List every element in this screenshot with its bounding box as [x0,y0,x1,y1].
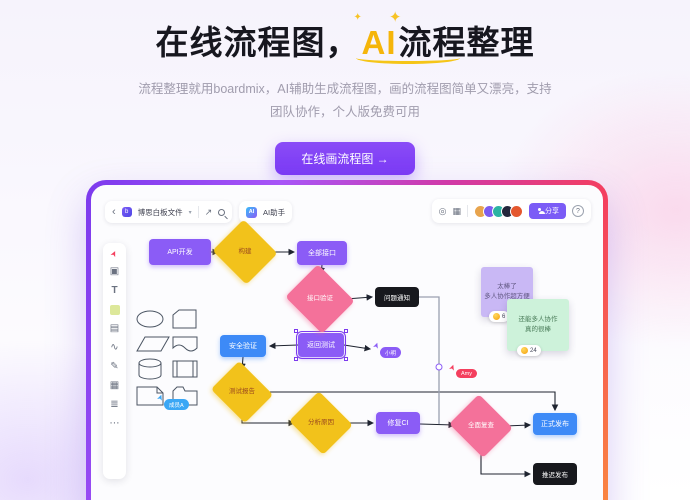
title-underline-swoosh [356,52,460,64]
back-icon[interactable]: ‹ [112,205,116,218]
subtitle-line1: 流程整理就用boardmix，AI辅助生成流程图，画的流程图简单又漂亮，支持 [138,82,552,96]
flow-node-test-report[interactable]: 测试报告 [210,360,274,424]
flow-node-analyze-cause[interactable]: 分析原因 [289,391,353,455]
present-icon[interactable]: ◎ [438,205,447,216]
connector-tool-icon[interactable]: ∿ [110,342,119,353]
topbar-right-group: ◎ ▦ 分享 ? [431,199,591,223]
selection-handle[interactable] [294,357,298,361]
subtitle: 流程整理就用boardmix，AI辅助生成流程图，画的流程图简单又漂亮，支持 团… [0,78,690,124]
document-title[interactable]: 博思白板文件 [137,207,183,217]
divider [197,206,199,218]
chevron-down-icon[interactable]: ▾ [188,209,192,216]
apps-icon[interactable]: ▦ [452,205,461,216]
topbar-file-group: ‹ b 博思白板文件 ▾ ↗ [105,201,233,223]
page-title: 在线流程图，✦✦AI流程整理 [155,9,535,64]
image-tool-icon[interactable]: ▦ [109,380,120,391]
share-link-icon[interactable]: ↗ [204,206,213,217]
heart-eyes-emoji-icon [493,313,500,320]
frame-tool-icon[interactable]: ▣ [109,266,120,277]
ai-assistant-group[interactable]: AI AI助手 [239,201,293,223]
reaction-badge[interactable]: 24 [517,345,541,356]
title-prefix: 在线流程图， [155,24,360,61]
collaborator-cursor-xiaoming: ➤ 小明 [371,341,402,358]
predefined-process-shape [172,360,198,378]
collaborator-cursor-member-a: ➤ 成员A [155,393,189,410]
star-struck-emoji-icon [521,347,528,354]
more-tools-icon[interactable]: ⋯ [109,418,120,429]
text-tool-icon[interactable]: T [111,285,118,296]
card-shape [172,309,197,329]
avatar[interactable] [510,204,523,218]
sticky-note-green[interactable]: 还能多人协作 真的很棒 [507,299,569,351]
boardmix-logo-icon: b [121,207,132,217]
flow-node-security-check[interactable]: 安全验证 [220,335,266,357]
divider [467,205,468,217]
ai-assistant-label: AI助手 [263,207,286,217]
parallelogram-shape [136,336,170,352]
flow-node-issue-notify[interactable]: 问题通知 [375,287,419,307]
tool-rail: ➤ ▣ T ▤ ∿ ✎ ▦ ≣ ⋯ [103,243,126,479]
sticky-note-tool-icon[interactable] [109,305,120,315]
flow-node-full-review[interactable]: 全面复查 [449,394,513,458]
ellipse-shape [136,310,164,328]
selection-handle[interactable] [344,329,348,333]
flow-node-fix-ci[interactable]: 修复CI [376,412,420,434]
collaborator-cursor-amy: ➤ Amy [447,363,477,378]
flow-node-api-dev[interactable]: API开发 [149,239,211,265]
search-icon[interactable] [218,208,226,216]
pen-tool-icon[interactable]: ✎ [110,361,119,372]
help-icon[interactable]: ? [572,205,584,217]
cylinder-shape [138,358,162,380]
subtitle-line2: 团队协作，个人版免费可用 [269,105,420,119]
flow-node-publish[interactable]: 正式发布 [533,413,577,435]
flow-node-build[interactable]: 构建 [212,219,278,285]
app-mockup-frame: ‹ b 博思白板文件 ▾ ↗ AI AI助手 ◎ ▦ 分享 ? ➤ ▣ T [86,180,608,500]
wave-document-shape [172,336,198,352]
connector-handle[interactable] [435,363,443,371]
reaction-badge[interactable]: 6 [489,311,510,322]
selection-handle[interactable] [294,329,298,333]
sparkle-icon: ✦ [353,12,363,23]
flow-node-api-verify[interactable]: 接口验证 [285,264,355,334]
share-button[interactable]: 分享 [529,203,566,219]
hero-section: 在线流程图，✦✦AI流程整理 流程整理就用boardmix，AI辅助生成流程图，… [0,0,690,175]
flow-node-all-api[interactable]: 全部接口 [297,241,347,265]
collaborator-avatar-stack[interactable] [474,204,523,218]
app-window: ‹ b 博思白板文件 ▾ ↗ AI AI助手 ◎ ▦ 分享 ? ➤ ▣ T [91,185,603,500]
flowchart-canvas[interactable]: API开发 全部接口 问题通知 返回测试 安全验证 修复CI 正式发布 推迟发布… [91,185,603,500]
draw-flowchart-cta-button[interactable]: 在线画流程图 → [275,142,415,175]
sparkle-icon: ✦ [388,9,403,26]
selection-handle[interactable] [344,357,348,361]
ai-badge-icon: AI [246,206,257,218]
template-tool-icon[interactable]: ▤ [109,323,120,334]
flow-node-return-test[interactable]: 返回测试 [294,329,348,361]
table-tool-icon[interactable]: ≣ [110,399,119,410]
person-icon [536,208,545,214]
flow-node-delay-publish[interactable]: 推迟发布 [533,463,577,485]
